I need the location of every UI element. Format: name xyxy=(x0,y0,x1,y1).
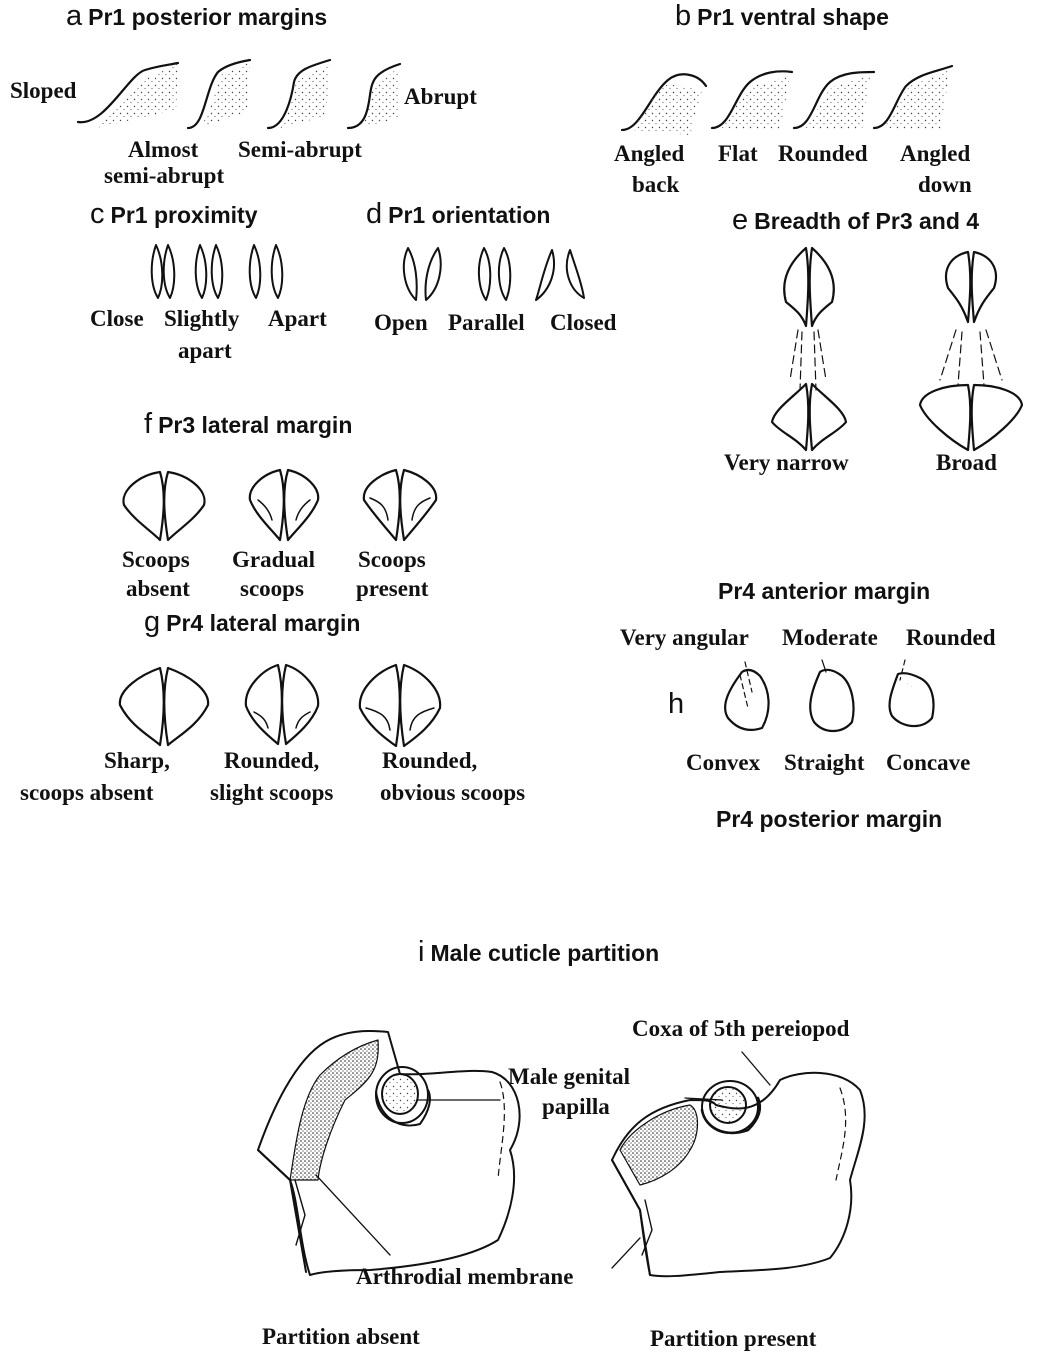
label-flat: Flat xyxy=(718,141,758,167)
label-almost: Almost xyxy=(128,137,198,163)
label-h-rounded: Rounded xyxy=(906,625,995,651)
label-open: Open xyxy=(374,310,428,336)
label-sharp: Sharp, xyxy=(104,748,170,774)
label-obvious-scoops: obvious scoops xyxy=(380,780,525,806)
panel-c-shapes xyxy=(152,245,283,298)
label-scoops-present-1: Scoops xyxy=(358,547,426,573)
panel-i-left-specimen xyxy=(258,1031,520,1275)
label-rounded-2: Rounded, xyxy=(382,748,477,774)
panel-i-right-specimen xyxy=(612,1073,865,1276)
label-angled-back-1: Angled xyxy=(614,141,684,167)
label-partition-present: Partition present xyxy=(650,1326,816,1352)
label-sloped: Sloped xyxy=(10,78,76,104)
label-moderate: Moderate xyxy=(782,625,878,651)
panel-h-shapes xyxy=(725,660,933,731)
label-convex: Convex xyxy=(686,750,760,776)
label-gradual-scoops-2: scoops xyxy=(240,576,304,602)
label-slight-scoops: slight scoops xyxy=(210,780,333,806)
label-apart-2: apart xyxy=(178,338,232,364)
label-semi-abrupt: Semi-abrupt xyxy=(238,137,362,163)
label-arthrodial-membrane: Arthrodial membrane xyxy=(356,1264,573,1290)
label-very-narrow: Very narrow xyxy=(724,450,849,476)
panel-d-shapes xyxy=(404,248,584,300)
panel-a-shapes xyxy=(78,60,400,128)
panel-e-shapes xyxy=(772,248,1022,450)
label-slightly: Slightly xyxy=(164,306,239,332)
label-gradual-scoops-1: Gradual xyxy=(232,547,315,573)
label-rounded-1: Rounded, xyxy=(224,748,319,774)
label-papilla-1: Male genital xyxy=(508,1064,630,1090)
label-very-angular: Very angular xyxy=(620,625,749,651)
label-scoops-absent-1: Scoops xyxy=(122,547,190,573)
label-abrupt: Abrupt xyxy=(404,84,477,110)
label-broad: Broad xyxy=(936,450,997,476)
panel-g-shapes xyxy=(120,665,440,746)
label-concave: Concave xyxy=(886,750,970,776)
panel-h-top-title: Pr4 anterior margin xyxy=(718,580,930,603)
label-apart: Apart xyxy=(268,306,327,332)
label-parallel: Parallel xyxy=(448,310,525,336)
label-scoops-absent: scoops absent xyxy=(20,780,154,806)
label-papilla-2: papilla xyxy=(542,1094,610,1120)
label-rounded: Rounded xyxy=(778,141,867,167)
panel-h-letter: h xyxy=(668,690,690,719)
label-closed: Closed xyxy=(550,310,616,336)
label-angled-back-2: back xyxy=(632,172,679,198)
label-partition-absent: Partition absent xyxy=(262,1324,420,1350)
panel-h-bottom-title: Pr4 posterior margin xyxy=(716,808,942,831)
label-close: Close xyxy=(90,306,144,332)
label-straight: Straight xyxy=(784,750,865,776)
label-angled-down-2: down xyxy=(918,172,972,198)
panel-f-shapes xyxy=(123,470,436,540)
label-scoops-present-2: present xyxy=(356,576,428,602)
panel-b-shapes xyxy=(622,66,952,135)
label-coxa: Coxa of 5th pereiopod xyxy=(632,1016,849,1042)
label-angled-down-1: Angled xyxy=(900,141,970,167)
label-semi-abrupt-2: semi-abrupt xyxy=(104,163,224,189)
label-scoops-absent-2: absent xyxy=(126,576,190,602)
